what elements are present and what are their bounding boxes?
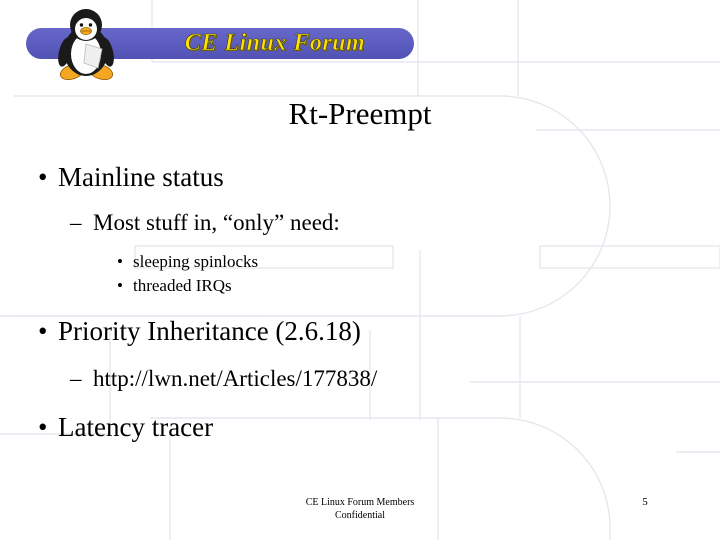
slide-footer: CE Linux Forum Members Confidential: [200, 496, 520, 522]
spacer-2: [0, 240, 720, 250]
tux-penguin-icon: [58, 9, 114, 81]
slide-title: Rt-Preempt: [288, 96, 432, 131]
bullet-marker: •: [117, 252, 123, 271]
bullet-marker: –: [70, 210, 82, 235]
bullet-text: Mainline status: [58, 162, 224, 192]
bullet-text: threaded IRQs: [133, 276, 232, 295]
bullet-most-stuff-in: – Most stuff in, “only” need:: [0, 206, 720, 240]
footer-line-2: Confidential: [335, 510, 385, 521]
spacer-4: [0, 350, 720, 362]
bullet-priority-inheritance: • Priority Inheritance (2.6.18): [0, 312, 720, 350]
bullet-marker: •: [38, 412, 48, 442]
page-number: 5: [642, 496, 648, 508]
bullet-sleeping-spinlocks: • sleeping spinlocks: [0, 250, 720, 274]
bullet-latency-tracer: • Latency tracer: [0, 408, 720, 446]
ce-linux-forum-logo: CE Linux Forum: [0, 0, 430, 90]
slide-body: • Mainline status – Most stuff in, “only…: [0, 158, 720, 446]
spacer-5: [0, 396, 720, 408]
bullet-mainline-status: • Mainline status: [0, 158, 720, 196]
spacer-3: [0, 298, 720, 312]
bullet-text: sleeping spinlocks: [133, 252, 259, 271]
footer-line-1: CE Linux Forum Members: [305, 497, 415, 508]
logo-wordmark-text: CE Linux Forum: [184, 30, 366, 57]
bullet-text: Latency tracer: [58, 412, 214, 442]
spacer-1: [0, 196, 720, 206]
bullet-text: Most stuff in, “only” need:: [93, 210, 340, 235]
bullet-threaded-irqs: • threaded IRQs: [0, 274, 720, 298]
bullet-lwn-link[interactable]: – http://lwn.net/Articles/177838/: [0, 362, 720, 396]
bullet-marker: •: [117, 276, 123, 295]
bullet-text[interactable]: http://lwn.net/Articles/177838/: [93, 366, 378, 391]
bullet-text: Priority Inheritance (2.6.18): [58, 316, 361, 346]
bullet-marker: –: [70, 366, 82, 391]
bullet-marker: •: [38, 316, 48, 346]
bullet-marker: •: [38, 162, 48, 192]
